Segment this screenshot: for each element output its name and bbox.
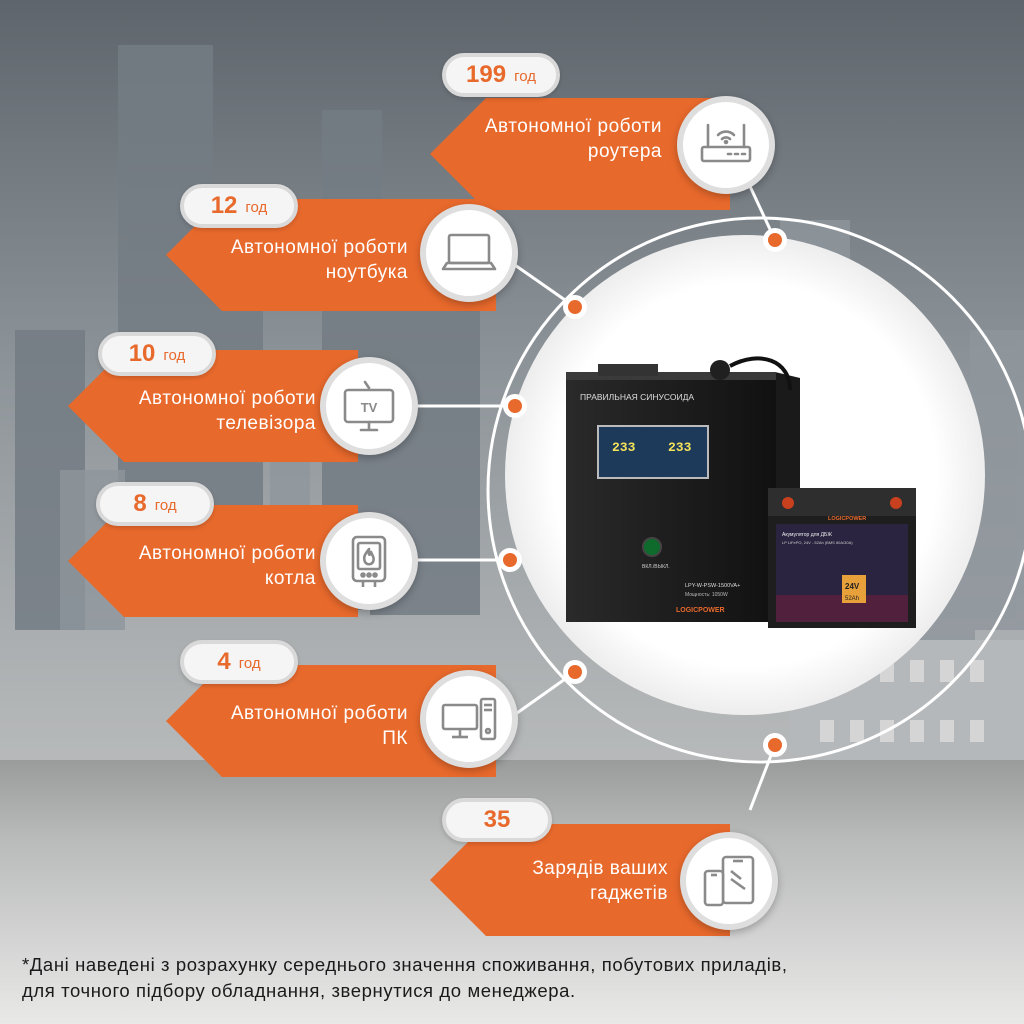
- stat-unit: год: [514, 67, 536, 85]
- stat-value-boiler: 8 год: [96, 482, 214, 526]
- stat-text-line2: телевізора: [216, 413, 316, 434]
- stat-unit: год: [154, 496, 177, 514]
- router-icon: [677, 96, 775, 194]
- stat-value-pc: 4 год: [180, 640, 298, 684]
- stat-value-gadgets: 35: [442, 798, 552, 842]
- inverter-brand: LOGICPOWER: [676, 607, 725, 614]
- stat-text-line1: Автономної роботи: [138, 388, 316, 409]
- laptop-icon: [420, 204, 518, 302]
- footnote-line2: для точного підбору обладнання, звернути…: [22, 980, 576, 1001]
- battery-brand: LOGICPOWER: [828, 516, 866, 522]
- tv-icon: TV: [320, 357, 418, 455]
- stat-number: 199: [466, 61, 507, 88]
- battery-voltage: 24V: [845, 582, 860, 591]
- stat-value-router: 199 год: [442, 53, 560, 97]
- stat-number: 35: [483, 806, 511, 833]
- footnote-line1: *Дані наведені з розрахунку середнього з…: [22, 954, 788, 975]
- stat-value-tv: 10 год: [98, 332, 216, 376]
- inverter-image: ПРАВИЛЬНАЯ СИНУСОИДА 233 233 ВКЛ./ВЫКЛ. …: [566, 356, 800, 622]
- stat-number: 4: [217, 648, 231, 675]
- inverter-model: LPY-W-PSW-1500VA+: [685, 583, 740, 589]
- battery-subtitle: LP LiFePO, 24V - 52Ah (BMS 60A/30A): [782, 540, 853, 545]
- inverter-button-label: ВКЛ./ВЫКЛ.: [642, 564, 670, 570]
- display-right: 233: [668, 440, 692, 455]
- stat-text-line2: ПК: [382, 728, 408, 749]
- stat-number: 8: [133, 490, 147, 517]
- stat-text-line1: Автономної роботи: [230, 237, 408, 258]
- stat-text-line1: Зарядів ваших: [532, 858, 668, 879]
- inverter-label: ПРАВИЛЬНАЯ СИНУСОИДА: [580, 392, 694, 402]
- stat-text-line2: котла: [264, 568, 316, 589]
- inverter-power: Мощность: 1050W: [685, 592, 728, 598]
- stat-text-line2: ноутбука: [325, 262, 408, 283]
- stat-text-line1: Автономної роботи: [484, 116, 662, 137]
- stat-number: 12: [210, 192, 238, 219]
- battery-image: LOGICPOWER Акумулятор для ДБЖ LP LiFePO,…: [768, 488, 916, 628]
- stat-unit: год: [163, 346, 186, 364]
- stat-text-line1: Автономної роботи: [230, 703, 408, 724]
- stat-text-line2: гаджетів: [590, 883, 668, 904]
- display-left: 233: [612, 440, 636, 455]
- boiler-icon: [320, 512, 418, 610]
- gadgets-icon: [680, 832, 778, 930]
- stat-banner-boiler: Автономної роботи котла: [68, 505, 358, 617]
- stat-text-line2: роутера: [587, 141, 662, 162]
- battery-capacity: 52Ah: [845, 596, 859, 602]
- footnote: *Дані наведені з розрахунку середнього з…: [22, 952, 1012, 1004]
- battery-title: Акумулятор для ДБЖ: [782, 532, 832, 538]
- stat-value-laptop: 12 год: [180, 184, 298, 228]
- tv-icon-text: TV: [361, 400, 378, 415]
- stat-number: 10: [128, 340, 156, 367]
- pc-icon: [420, 670, 518, 768]
- stat-unit: год: [245, 198, 268, 216]
- stat-text-line1: Автономної роботи: [138, 543, 316, 564]
- stat-unit: год: [238, 654, 261, 672]
